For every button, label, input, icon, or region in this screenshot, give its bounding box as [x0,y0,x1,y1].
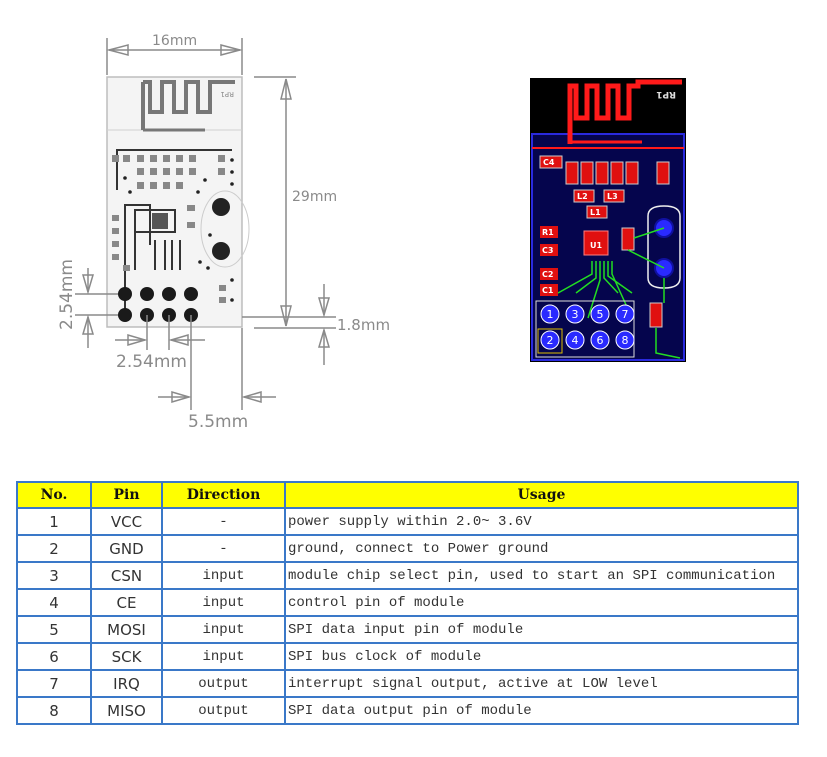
dim-bottom-offset [242,284,336,365]
pin-number-cell: 5 [16,615,92,644]
pin-name-cell: IRQ [90,669,163,698]
usage-cell: control pin of module [284,588,799,617]
width-label: 16mm [152,33,197,49]
crystal-pad [212,242,230,260]
dim-width [106,38,243,75]
usage-cell: SPI data output pin of module [284,696,799,725]
pin-name-cell: MOSI [90,615,163,644]
usage-cell: ground, connect to Power ground [284,534,799,563]
usage-cell: module chip select pin, used to start an… [284,561,799,590]
crystal-pad [212,198,230,216]
antenna-label: RP1 [656,89,676,99]
svg-text:5: 5 [597,308,604,321]
svg-text:C1: C1 [542,286,554,295]
pin-number-cell: 3 [16,561,92,590]
svg-text:4: 4 [572,334,579,347]
direction-cell: output [161,696,286,725]
usage-cell: SPI bus clock of module [284,642,799,671]
usage-cell: SPI data input pin of module [284,615,799,644]
right-offset-label: 5.5mm [188,412,248,432]
pin-name-cell: CE [90,588,163,617]
pin-number-cell: 4 [16,588,92,617]
pitch-vertical-label: 2.54mm [57,259,77,330]
svg-text:L2: L2 [577,192,588,201]
direction-cell: input [161,561,286,590]
pin-name-cell: CSN [90,561,163,590]
svg-text:C2: C2 [542,270,553,279]
header-usage: Usage [284,481,799,509]
usage-cell: power supply within 2.0~ 3.6V [284,507,799,536]
vias [123,158,234,302]
dimension-drawing: RP1 16m [57,33,390,432]
pitch-horizontal-label: 2.54mm [116,352,187,372]
dim-right-offset [158,315,276,410]
header-no: No. [16,481,92,509]
smd-pads [112,155,226,303]
svg-text:R1: R1 [542,228,554,237]
pcb-traces [116,149,232,310]
svg-text:C3: C3 [542,246,553,255]
svg-text:8: 8 [622,334,629,347]
dim-height [254,76,336,329]
pcb-layout: RP1 C4 L2 L3 L1 R1 C3 C2 C1 U1 1 3 5 7 2… [530,78,686,362]
pin-number-cell: 8 [16,696,92,725]
direction-cell: input [161,588,286,617]
svg-text:1: 1 [547,308,554,321]
direction-cell: input [161,615,286,644]
direction-cell: - [161,507,286,536]
pin-number-cell: 6 [16,642,92,671]
silkscreen-label: RP1 [220,90,234,98]
svg-text:3: 3 [572,308,579,321]
dim-pitch-vertical [75,268,118,348]
crystal-outline [647,205,681,289]
pin-name-cell: MISO [90,696,163,725]
svg-text:L1: L1 [590,208,601,217]
svg-text:2: 2 [547,334,554,347]
dim-pitch-horizontal [115,315,205,350]
antenna-trace [141,80,235,130]
height-label: 29mm [292,189,337,205]
svg-text:L3: L3 [607,192,618,201]
pin-number-cell: 1 [16,507,92,536]
antenna-trace [567,79,682,144]
bottom-offset-label: 1.8mm [337,316,390,334]
svg-text:C4: C4 [543,158,555,167]
header-direction: Direction [161,481,286,509]
pin-number-cell: 2 [16,534,92,563]
usage-cell: interrupt signal output, active at LOW l… [284,669,799,698]
direction-cell: - [161,534,286,563]
svg-text:6: 6 [597,334,604,347]
pin-name-cell: VCC [90,507,163,536]
header-pin: Pin [90,481,163,509]
svg-text:7: 7 [622,308,629,321]
pin-name-cell: GND [90,534,163,563]
direction-cell: output [161,669,286,698]
table-header-row: No. Pin Direction Usage [16,481,799,509]
svg-text:U1: U1 [590,241,602,250]
header-pins: 1 3 5 7 2 4 6 8 [540,304,635,350]
pin-number-cell: 7 [16,669,92,698]
direction-cell: input [161,642,286,671]
signal-traces [557,227,681,359]
pin-name-cell: SCK [90,642,163,671]
smd-components: C4 L2 L3 L1 R1 C3 C2 C1 U1 [539,155,670,328]
